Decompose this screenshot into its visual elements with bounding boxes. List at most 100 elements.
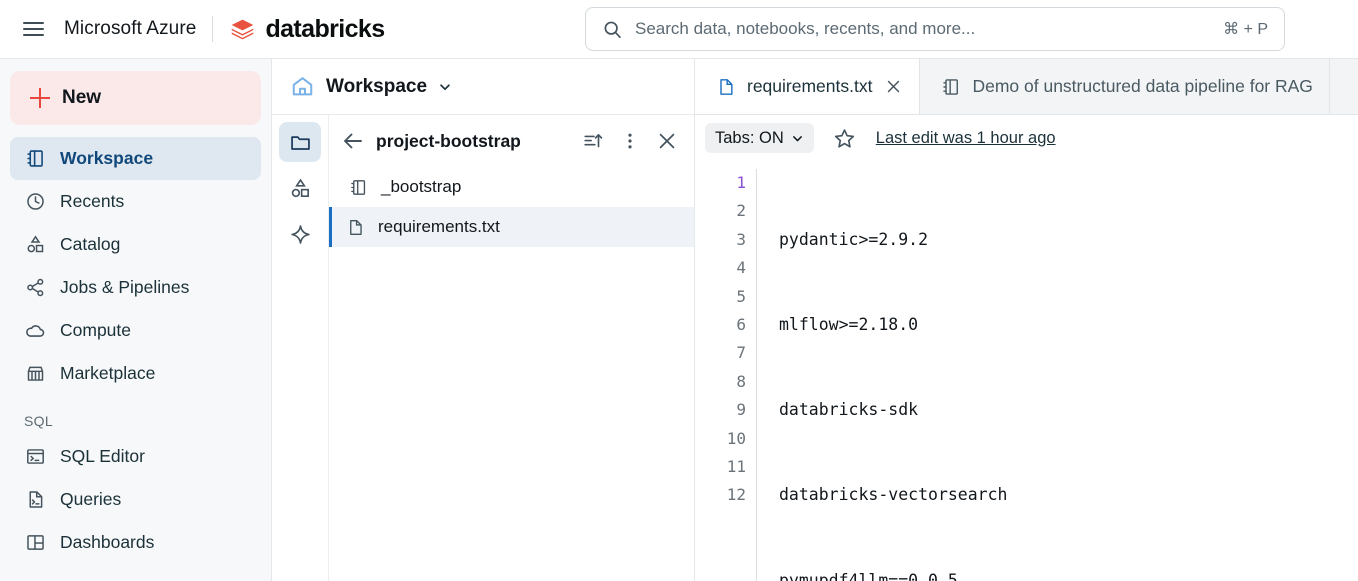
file-icon (345, 217, 366, 238)
editor-pane: requirements.txt (695, 59, 1358, 581)
sidebar-item-queries[interactable]: Queries (10, 478, 261, 521)
sql-editor-icon (24, 446, 46, 468)
code-line: databricks-vectorsearch (779, 485, 1008, 505)
code-line: databricks-sdk (779, 400, 919, 420)
workspace-breadcrumb-bar: project-bootstrap (329, 115, 694, 167)
notebook-icon (940, 76, 961, 97)
rail-button-folder[interactable] (279, 122, 321, 162)
tabs-toggle-label: Tabs: ON (715, 128, 784, 147)
line-number: 12 (726, 485, 746, 505)
line-number: 11 (726, 457, 746, 477)
brand-divider (212, 16, 214, 42)
tab-label: Demo of unstructured data pipeline for R… (972, 76, 1313, 96)
dashboards-icon (24, 532, 46, 554)
sidebar-item-label: Queries (60, 489, 122, 509)
sidebar-item-compute[interactable]: Compute (10, 309, 261, 352)
new-button-label: New (62, 87, 102, 108)
sidebar-item-recents[interactable]: Recents (10, 180, 261, 223)
line-number: 4 (736, 258, 746, 278)
chevron-down-icon (792, 135, 802, 141)
sidebar-item-sql-editor[interactable]: SQL Editor (10, 435, 261, 478)
code-editor[interactable]: 1 2 3 4 5 6 7 8 9 10 11 12 pydantic>=2.9… (695, 161, 1358, 581)
notebook-icon (348, 177, 369, 198)
search-input[interactable]: Search data, notebooks, recents, and mor… (585, 7, 1285, 51)
left-sidebar: New Workspace (0, 59, 272, 581)
sidebar-item-label: Jobs & Pipelines (60, 277, 190, 297)
code-line: mlflow>=2.18.0 (779, 315, 919, 335)
workspace-panel: Workspace (272, 59, 695, 581)
arrow-left-icon[interactable] (341, 129, 365, 153)
search-placeholder: Search data, notebooks, recents, and mor… (635, 19, 976, 38)
line-number-gutter: 1 2 3 4 5 6 7 8 9 10 11 12 (695, 169, 757, 581)
rail-button-assistant[interactable] (279, 214, 321, 254)
workspace-panel-header[interactable]: Workspace (272, 59, 694, 115)
sidebar-item-catalog[interactable]: Catalog (10, 223, 261, 266)
clock-icon (24, 191, 46, 213)
folder-icon (290, 135, 310, 150)
sidebar-item-marketplace[interactable]: Marketplace (10, 352, 261, 395)
search-icon (604, 21, 621, 38)
workspace-icon (24, 148, 46, 170)
line-number: 1 (736, 173, 746, 192)
tab-label: requirements.txt (747, 76, 873, 96)
sidebar-item-label: SQL Editor (60, 446, 145, 466)
plus-icon (30, 88, 50, 108)
line-number: 2 (736, 201, 746, 221)
list-item[interactable]: requirements.txt (329, 207, 694, 247)
last-edit-label[interactable]: Last edit was 1 hour ago (875, 128, 1056, 147)
top-bar: Microsoft Azure databricks Search data, … (0, 0, 1358, 59)
code-lines[interactable]: pydantic>=2.9.2 mlflow>=2.18.0 databrick… (757, 169, 1358, 581)
workspace-panel-main: project-bootstrap (272, 115, 694, 581)
editor-toolbar: Tabs: ON Last edit was 1 hour ago (695, 115, 1358, 161)
queries-icon (24, 489, 46, 511)
chevron-down-icon[interactable] (438, 80, 452, 94)
tabs-toggle-dropdown[interactable]: Tabs: ON (705, 123, 814, 153)
favorite-star-button[interactable] (830, 123, 860, 153)
line-number: 3 (736, 229, 746, 249)
rail-button-catalog[interactable] (279, 168, 321, 208)
search-shortcut-hint: ⌘ + P (1223, 21, 1268, 38)
workspace-icon-rail (272, 115, 328, 581)
workspace-panel-title: Workspace (326, 75, 428, 97)
catalog-icon (24, 234, 46, 256)
editor-tab-bar: requirements.txt (695, 59, 1358, 115)
catalog-icon (291, 178, 309, 197)
new-button[interactable]: New (10, 71, 261, 125)
sidebar-section-sql-heading: SQL (24, 413, 53, 429)
databricks-wordmark: databricks (265, 14, 385, 43)
sidebar-item-jobs-pipelines[interactable]: Jobs & Pipelines (10, 266, 261, 309)
sidebar-item-workspace[interactable]: Workspace (10, 137, 261, 180)
sidebar-item-label: Recents (60, 191, 125, 211)
code-line: pymupdf4llm==0.0.5 (779, 570, 958, 581)
workspace-file-list: project-bootstrap (328, 115, 694, 581)
sort-ascending-icon[interactable] (580, 128, 606, 154)
sidebar-item-label: Dashboards (60, 532, 155, 552)
main-body: New Workspace (0, 59, 1358, 581)
file-icon (715, 76, 736, 97)
hamburger-icon[interactable] (18, 14, 48, 44)
line-number: 7 (736, 343, 746, 363)
marketplace-icon (24, 363, 46, 385)
sidebar-item-label: Catalog (60, 234, 121, 254)
line-number: 8 (736, 371, 746, 391)
sidebar-item-label: Marketplace (60, 363, 156, 383)
kebab-menu-icon[interactable] (617, 128, 643, 154)
sidebar-item-label: Compute (60, 320, 132, 340)
azure-brand-label: Microsoft Azure (64, 18, 197, 39)
close-icon[interactable] (883, 77, 903, 97)
tab-requirements-txt[interactable]: requirements.txt (695, 59, 921, 114)
sidebar-item-dashboards[interactable]: Dashboards (10, 521, 261, 564)
star-icon (835, 128, 855, 148)
home-icon (292, 77, 313, 96)
tab-demo-rag-notebook[interactable]: Demo of unstructured data pipeline for R… (920, 59, 1330, 114)
list-item-label: requirements.txt (378, 217, 500, 236)
line-number: 10 (726, 428, 746, 448)
list-item[interactable]: _bootstrap (329, 167, 694, 207)
line-number: 6 (736, 315, 746, 335)
databricks-logo[interactable]: databricks (229, 14, 385, 44)
sidebar-item-label: Workspace (60, 148, 154, 168)
workspace-folder-name: project-bootstrap (376, 130, 521, 151)
cloud-icon (24, 320, 46, 342)
close-icon[interactable] (654, 128, 680, 154)
pipelines-icon (24, 277, 46, 299)
